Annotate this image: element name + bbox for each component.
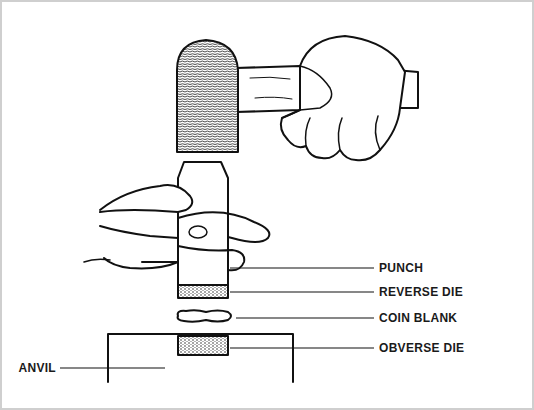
leader-line: [230, 267, 374, 268]
part-label: OBVERSE DIE: [379, 341, 464, 355]
part-label: ANVIL: [19, 361, 57, 375]
part-label: PUNCH: [379, 261, 423, 275]
obverse-die: [178, 336, 228, 355]
leader-line: [230, 291, 374, 292]
leader-line: [60, 367, 165, 368]
hammer-head: [177, 40, 238, 152]
leader-line: [236, 317, 374, 318]
hammer-handle: [236, 66, 300, 112]
anvil: [108, 334, 293, 382]
hand: [281, 36, 405, 160]
part-label: COIN BLANK: [379, 311, 457, 325]
hand-thumb: [100, 185, 192, 212]
punch: [178, 162, 228, 285]
coin-blank: [178, 310, 231, 322]
part-label: REVERSE DIE: [379, 285, 463, 299]
reverse-die: [178, 285, 228, 298]
leader-lines: [60, 268, 374, 368]
leader-line: [230, 347, 374, 348]
